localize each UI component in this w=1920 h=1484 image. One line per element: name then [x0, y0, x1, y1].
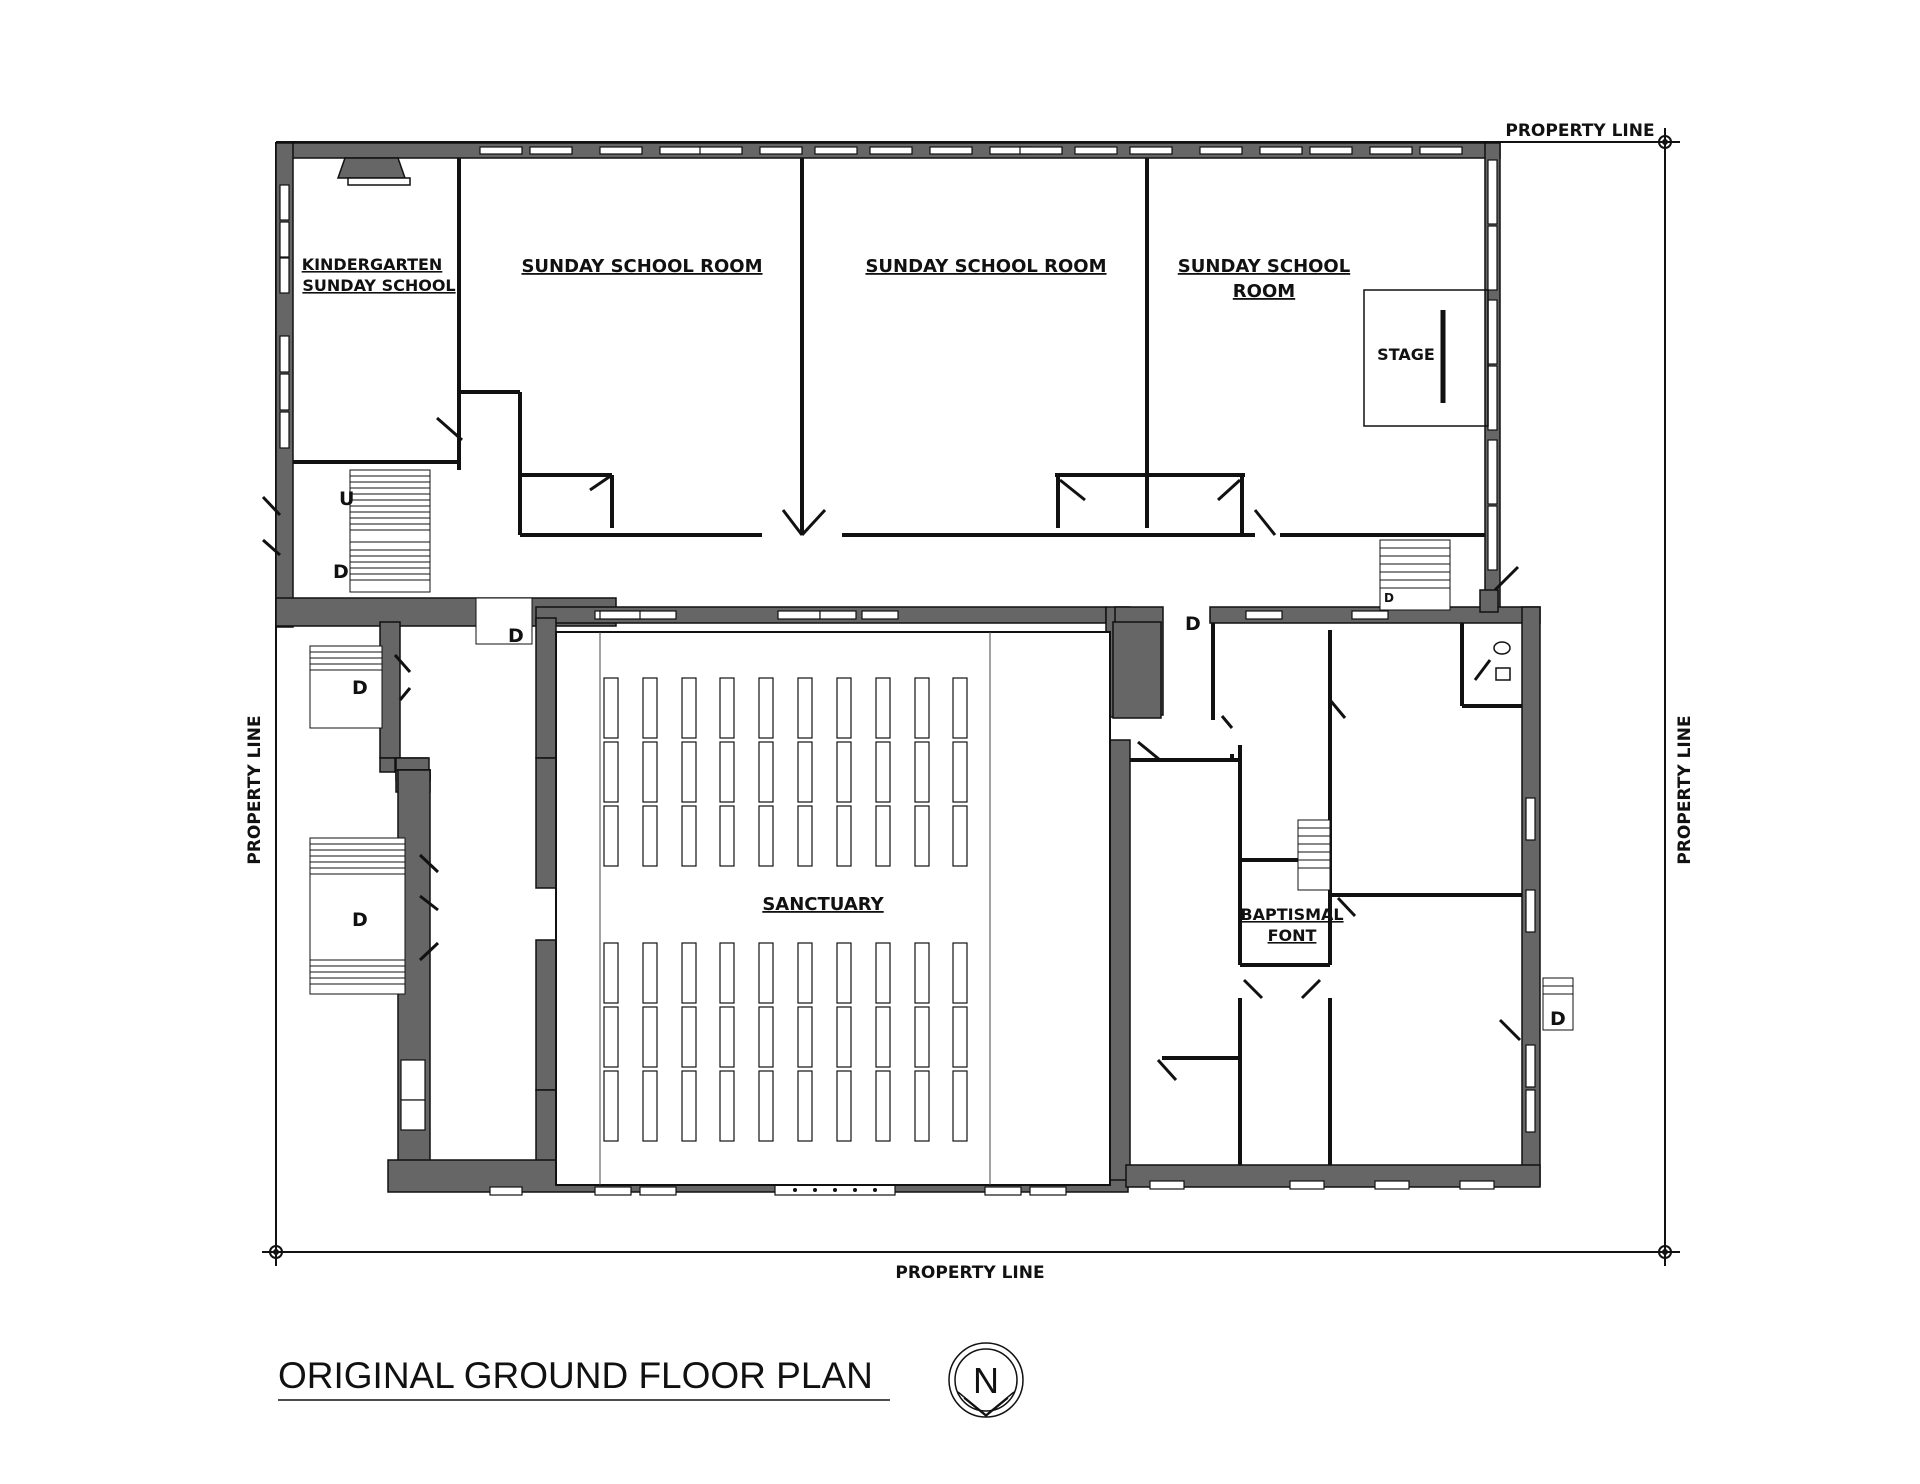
stairs	[309, 469, 1574, 1031]
property-line-label-right: PROPERTY LINE	[1675, 715, 1695, 864]
property-line-label-top: PROPERTY LINE	[1505, 121, 1654, 141]
property-line-label-bottom: PROPERTY LINE	[895, 1263, 1044, 1283]
room-label-sunday-school-3-line2: ROOM	[1233, 281, 1295, 302]
room-label-sunday-school-1: SUNDAY SCHOOL ROOM	[521, 256, 762, 277]
room-label-sanctuary: SANCTUARY	[762, 894, 884, 915]
toilet-icon	[1493, 641, 1511, 681]
door-swings	[261, 416, 1522, 1082]
stair-label-down-4: D	[352, 909, 368, 931]
stair-label-down-3: D	[352, 677, 368, 699]
north-arrow-icon	[948, 1342, 1024, 1418]
stair-label-up: U	[339, 488, 354, 510]
stage	[1363, 289, 1489, 427]
room-label-baptismal-1: BAPTISMAL	[1240, 905, 1343, 924]
pews-upper	[603, 677, 968, 867]
stair-label-down-7: D	[1550, 1008, 1566, 1030]
room-label-sunday-school-2: SUNDAY SCHOOL ROOM	[865, 256, 1106, 277]
stair-label-down-1: D	[333, 561, 349, 583]
room-label-kindergarten-1: KINDERGARTEN	[302, 255, 443, 274]
room-label-sunday-school-3-line1: SUNDAY SCHOOL	[1178, 256, 1350, 277]
fireplace	[336, 157, 411, 186]
property-line-label-left: PROPERTY LINE	[245, 715, 265, 864]
room-label-baptismal-2: FONT	[1268, 926, 1317, 945]
room-label-kindergarten-2: SUNDAY SCHOOL	[302, 276, 455, 295]
interior-partitions	[293, 158, 1522, 1165]
pews-lower	[603, 942, 968, 1142]
windows	[279, 146, 1536, 1196]
stair-label-down-6: D	[1384, 591, 1394, 605]
plan-title: ORIGINAL GROUND FLOOR PLAN	[278, 1355, 873, 1396]
stair-label-down-5: D	[1185, 613, 1201, 635]
room-label-stage: STAGE	[1377, 345, 1435, 364]
chimney-block	[1112, 621, 1162, 719]
north-arrow-letter: N	[973, 1360, 999, 1401]
property-corner-marker-icon	[262, 128, 1680, 1266]
south-entry-dots	[793, 1188, 877, 1192]
stair-label-down-2: D	[508, 625, 524, 647]
